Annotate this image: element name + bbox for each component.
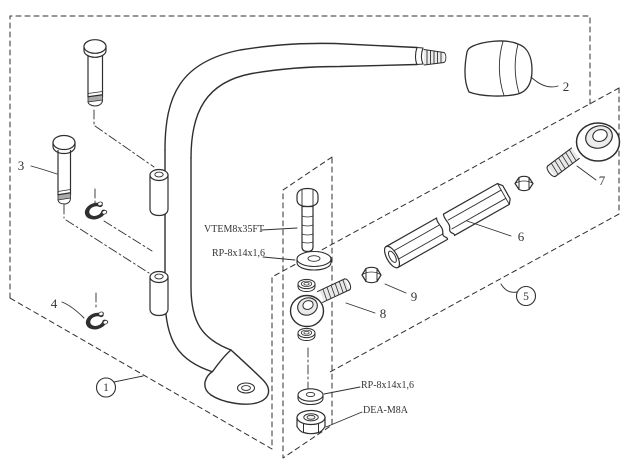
callout-circle-5 [515,285,537,307]
callout-6: 6 [517,229,525,244]
callout-3: 3 [17,158,25,173]
leader-lines [30,76,597,428]
label-washer-bottom: RP-8x14x1,6 [361,380,415,391]
e-clip-1 [84,201,108,220]
hex-bolt [296,187,319,253]
callout-circle-1 [95,377,117,398]
rod-end-8 [289,278,352,328]
shift-knob [464,40,533,97]
washer-mid [296,250,332,271]
nut-9 [361,266,382,284]
callout-8: 8 [379,306,387,321]
rod-end-7 [546,122,621,178]
lever-thread-tip [423,49,447,66]
pivot-bushing-upper [149,168,169,217]
spacer-ring-upper [297,278,316,292]
e-clip-2 [85,311,109,330]
label-washer-mid: RP-8x14x1,6 [212,248,266,259]
callout-4: 4 [50,296,58,311]
callout-9: 9 [410,289,418,304]
nut-7 [514,175,534,192]
label-bolt: VTEM8x35FT [204,224,264,235]
callout-5: 5 [523,290,529,303]
detail-box-outline [282,156,333,459]
center-axes [63,109,309,391]
shift-lever [164,42,424,405]
hex-rod [383,182,511,269]
clevis-pin-top [83,39,107,107]
nut-dea [296,409,326,435]
callout-7: 7 [598,173,606,188]
washer-bottom [297,388,324,406]
clevis-pin-left [52,134,76,205]
callout-2: 2 [562,79,570,94]
callout-1: 1 [103,382,109,394]
assembly-box-5-outline [329,87,620,373]
label-nut-bottom: DEA-M8A [363,405,408,416]
pivot-bushing-lower [149,270,169,317]
assembly-box-1-outline [9,15,620,450]
spacer-ring-lower [297,327,316,341]
